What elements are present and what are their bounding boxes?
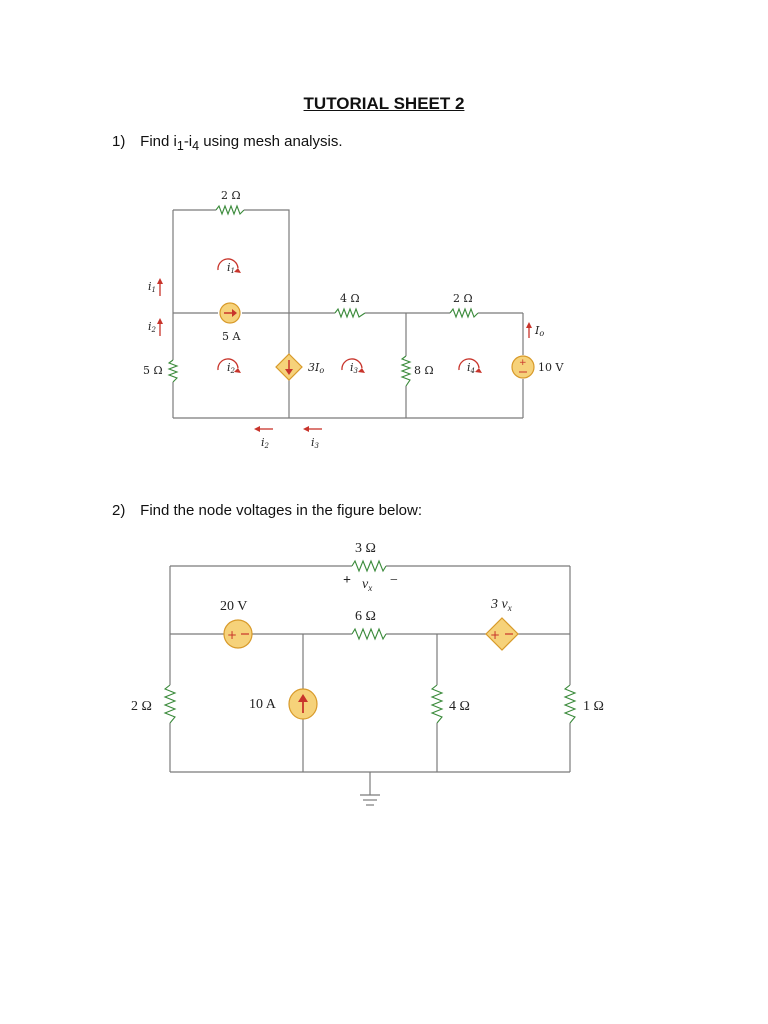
mesh-arrow-i2	[217, 358, 239, 371]
current-source-5a	[219, 302, 241, 324]
resistor-top	[215, 204, 245, 216]
svg-text:+: +	[490, 628, 500, 642]
label-current-source: 5 A	[222, 330, 241, 343]
resistor-1ohm	[563, 684, 577, 724]
dependent-current-source	[275, 353, 303, 381]
resistors-2	[163, 559, 577, 724]
label-mesh-i2: i2	[227, 361, 236, 375]
label-dep-source: 3 vx	[490, 597, 512, 613]
resistors-1	[167, 204, 479, 387]
label-plus: +	[343, 573, 351, 588]
mesh-arrow-i4	[458, 358, 480, 371]
resistor-right-2ohm	[449, 307, 479, 319]
label-i-source: 10 A	[249, 697, 277, 712]
question-number: 1)	[112, 133, 126, 150]
dependent-voltage-source: +	[485, 617, 519, 651]
voltage-source-10v: +	[511, 355, 535, 379]
circuit-1-wires	[172, 209, 524, 419]
label-minus: −	[390, 573, 398, 588]
label-io: Io	[534, 324, 544, 338]
label-side-i1: i1	[148, 280, 156, 294]
question-text: Find the node voltages in the figure bel…	[140, 502, 423, 519]
svg-text:+: +	[227, 628, 237, 642]
label-r-2ohm: 2 Ω	[131, 699, 152, 714]
label-voltage-source: 10 V	[538, 361, 564, 374]
resistor-2ohm	[163, 684, 177, 724]
label-bottom-i3: i3	[311, 436, 320, 450]
label-mesh-i3: i3	[350, 361, 359, 375]
label-r-8ohm: 8 Ω	[414, 364, 434, 377]
label-r-5ohm: 5 Ω	[143, 364, 163, 377]
voltage-source-20v: +	[223, 619, 253, 649]
resistor-6ohm	[351, 627, 387, 641]
resistor-4ohm-2	[430, 684, 444, 724]
current-source-10a	[288, 688, 318, 720]
mesh-arrows	[217, 258, 480, 371]
label-vx: vx	[362, 577, 372, 593]
page-title: TUTORIAL SHEET 2	[303, 94, 465, 113]
label-r-right: 2 Ω	[453, 292, 473, 305]
resistor-3ohm	[351, 559, 387, 573]
question-2: 2) Find the node voltages in the figure …	[112, 502, 422, 519]
question-text: Find i1-i4 using mesh analysis.	[140, 133, 343, 153]
resistor-8ohm	[400, 355, 412, 387]
mesh-arrow-i3	[341, 358, 363, 371]
label-r-top: 2 Ω	[221, 189, 241, 202]
svg-text:+: +	[519, 358, 527, 368]
mesh-arrow-heads	[234, 268, 482, 373]
mesh-arrow-i1	[217, 258, 239, 271]
label-v-source: 20 V	[220, 599, 247, 614]
question-number: 2)	[112, 502, 126, 519]
label-mesh-i4: i4	[467, 361, 475, 375]
resistor-4ohm	[334, 307, 366, 319]
label-r-3ohm: 3 Ω	[355, 541, 376, 556]
circuit-2-wires	[169, 565, 571, 806]
branch-arrow-heads	[157, 278, 532, 432]
label-r-6ohm: 6 Ω	[355, 609, 376, 624]
label-r-4ohm: 4 Ω	[340, 292, 360, 305]
question-1: 1) Find i1-i4 using mesh analysis.	[112, 133, 343, 153]
label-bottom-i2: i2	[261, 436, 270, 450]
label-r-4ohm: 4 Ω	[449, 699, 470, 714]
resistor-5ohm	[167, 359, 179, 383]
label-dep-source: 3Io	[308, 361, 324, 375]
label-mesh-i1: i1	[227, 261, 235, 275]
branch-arrows	[159, 282, 530, 430]
label-side-i2: i2	[148, 320, 157, 334]
label-r-1ohm: 1 Ω	[583, 699, 604, 714]
